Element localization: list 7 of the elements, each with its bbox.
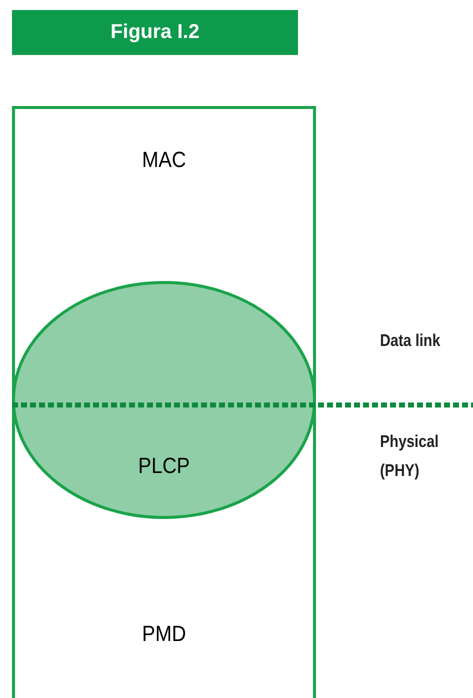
layer-name: Physical (PHY) [380, 431, 440, 482]
layer-label: PLCP [137, 453, 191, 479]
figure-title: Figura I.2 [12, 10, 298, 55]
layer-box [12, 106, 316, 698]
layer-label: MAC [141, 147, 187, 173]
layer-label: PMD [141, 621, 187, 647]
layer-name: Data link [380, 330, 442, 352]
